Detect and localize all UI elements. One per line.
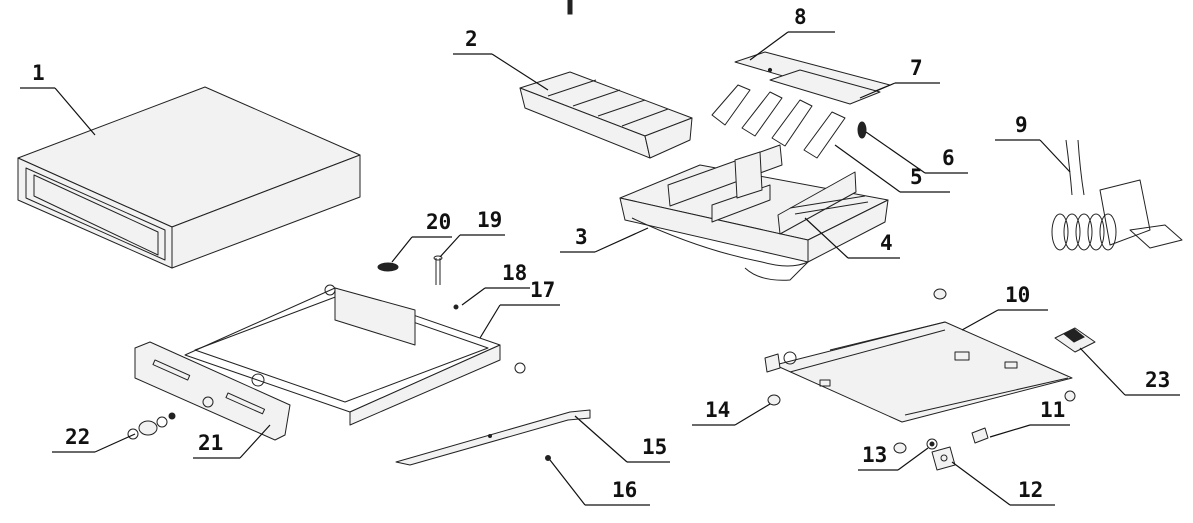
label-15: 15	[642, 435, 667, 459]
label-13: 13	[862, 443, 887, 467]
leader-lines	[20, 31, 1180, 506]
part-14-foot	[764, 288, 1076, 454]
label-6: 6	[942, 146, 955, 170]
top-mark	[567, 0, 573, 15]
part-16-screw	[545, 455, 551, 461]
label-3: 3	[575, 225, 588, 249]
label-22: 22	[65, 425, 90, 449]
label-17: 17	[530, 278, 555, 302]
label-1: 1	[32, 61, 45, 85]
part-18-screw	[453, 304, 459, 310]
part-1-housing	[17, 86, 361, 269]
label-21: 21	[198, 431, 223, 455]
label-7: 7	[910, 56, 923, 80]
part-labels: 1 2 3 4 5 6 7 8 9 10 11 12 13 14 15 16 1…	[32, 5, 1170, 502]
label-20: 20	[426, 210, 451, 234]
part-21-front-panel	[134, 341, 291, 441]
part-13-nut	[926, 438, 938, 450]
part-15-strip	[395, 409, 591, 466]
part-20-clip	[377, 262, 399, 272]
part-19-pin	[433, 255, 443, 285]
label-2: 2	[465, 27, 478, 51]
label-18: 18	[502, 261, 527, 285]
label-12: 12	[1018, 478, 1043, 502]
part-12-bracket	[931, 446, 956, 471]
label-4: 4	[880, 231, 893, 255]
part-9-solenoid	[1051, 139, 1183, 251]
label-9: 9	[1015, 113, 1028, 137]
part-6-spring	[857, 121, 867, 139]
label-19: 19	[477, 208, 502, 232]
label-11: 11	[1040, 398, 1065, 422]
part-11-pad	[971, 427, 989, 444]
part-23-switch	[1054, 327, 1096, 353]
part-22-lock	[127, 412, 176, 440]
label-8: 8	[794, 5, 807, 29]
part-17-drawer-frame	[184, 284, 526, 426]
part-4-dividers	[667, 144, 869, 235]
part-7-bracket	[769, 69, 881, 105]
part-5-bill-clips	[711, 84, 846, 159]
part-2-coin-tray	[519, 71, 693, 159]
label-14: 14	[705, 398, 730, 422]
label-16: 16	[612, 478, 637, 502]
label-23: 23	[1145, 368, 1170, 392]
part-10-base-plate	[774, 321, 1073, 423]
label-5: 5	[910, 165, 923, 189]
label-10: 10	[1005, 283, 1030, 307]
